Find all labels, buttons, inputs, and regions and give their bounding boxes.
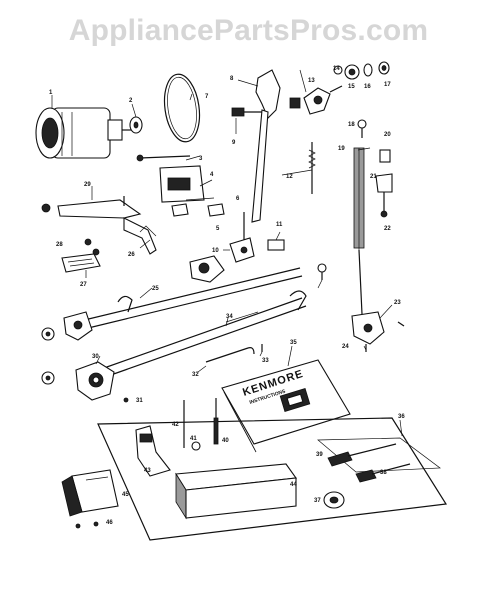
callout-36: 36 — [398, 414, 405, 420]
callout-20: 20 — [384, 132, 391, 138]
accessory-box-outline — [97, 417, 448, 541]
callout-1: 1 — [49, 90, 53, 96]
callout-42: 42 — [172, 422, 179, 428]
callout-4: 4 — [210, 172, 214, 178]
callout-45: 45 — [122, 492, 129, 498]
callout-27: 27 — [80, 282, 87, 288]
part-motor-pulley — [129, 116, 143, 134]
callout-38: 38 — [380, 470, 387, 476]
callout-14: 14 — [333, 66, 340, 72]
watermark-text: AppliancePartsPros.com — [68, 14, 429, 47]
part-drive-belt — [163, 73, 201, 143]
part-presser-foot — [135, 398, 219, 477]
callout-8: 8 — [230, 76, 234, 82]
part-take-up-lever-link — [231, 69, 301, 223]
part-attachment-box — [175, 463, 297, 520]
callout-leaders — [51, 69, 403, 437]
callout-10: 10 — [212, 248, 219, 254]
callout-33: 33 — [262, 358, 269, 364]
part-feed-shaft — [63, 267, 303, 341]
callout-9: 9 — [232, 140, 236, 146]
callout-16: 16 — [364, 84, 371, 90]
part-motor-bracket — [136, 154, 225, 217]
callout-44: 44 — [290, 482, 297, 488]
callout-7: 7 — [205, 94, 209, 100]
part-check-spring — [308, 142, 316, 194]
callout-25: 25 — [152, 286, 159, 292]
callout-40: 40 — [222, 438, 229, 444]
callout-labels: 1 2 3 4 5 6 7 8 9 10 11 12 13 14 15 16 1… — [49, 66, 405, 526]
callout-37: 37 — [314, 498, 321, 504]
instruction-manual: KENMORE INSTRUCTIONS — [221, 359, 351, 453]
callout-21: 21 — [370, 174, 377, 180]
part-connecting-rod — [205, 344, 263, 363]
callout-31: 31 — [136, 398, 143, 404]
callout-6: 6 — [236, 196, 240, 202]
part-thread-tension-assembly — [303, 61, 390, 115]
callout-29: 29 — [84, 182, 91, 188]
part-feed-dog — [61, 238, 101, 273]
part-foot-control — [61, 469, 119, 529]
part-small-screw — [317, 263, 327, 273]
callout-46: 46 — [106, 520, 113, 526]
callout-13: 13 — [308, 78, 315, 84]
callout-11: 11 — [276, 222, 283, 228]
callout-32: 32 — [192, 372, 199, 378]
part-screwdrivers — [317, 437, 441, 509]
part-screw-18 — [357, 119, 367, 138]
callout-18: 18 — [348, 122, 355, 128]
callout-15: 15 — [348, 84, 355, 90]
callout-19: 19 — [338, 146, 345, 152]
part-feed-gear — [41, 327, 55, 341]
callout-2: 2 — [129, 98, 133, 104]
callout-41: 41 — [190, 436, 197, 442]
callout-5: 5 — [216, 226, 220, 232]
callout-30: 30 — [92, 354, 99, 360]
callout-43: 43 — [144, 468, 151, 474]
callout-12: 12 — [286, 174, 293, 180]
callout-23: 23 — [394, 300, 401, 306]
callout-24: 24 — [342, 344, 349, 350]
callout-35: 35 — [290, 340, 297, 346]
part-presser-bar-lower — [351, 311, 405, 352]
part-needle-bar — [353, 147, 365, 315]
callout-22: 22 — [384, 226, 391, 232]
part-rotating-hook — [41, 361, 129, 403]
part-motor — [35, 107, 132, 159]
part-bobbin-case-holder — [189, 212, 285, 283]
part-feed-bar — [41, 196, 157, 255]
callout-39: 39 — [316, 452, 323, 458]
callout-26: 26 — [128, 252, 135, 258]
part-hook-drive-shaft — [103, 290, 307, 377]
callout-17: 17 — [384, 82, 391, 88]
callout-3: 3 — [199, 156, 203, 162]
callout-28: 28 — [56, 242, 63, 248]
callout-34: 34 — [226, 314, 233, 320]
part-needle-clamp — [375, 149, 393, 218]
